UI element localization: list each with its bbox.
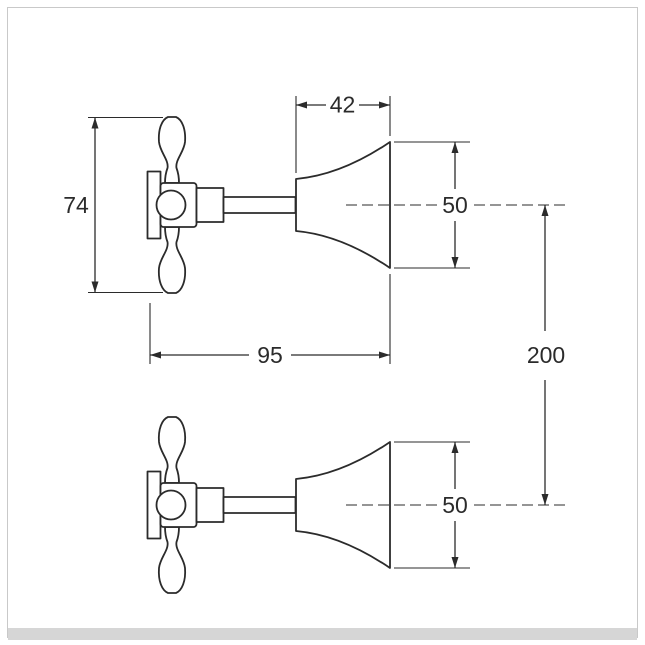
page-border <box>7 7 638 638</box>
text-mask <box>440 491 470 519</box>
dimension-handle-height: 74 <box>63 116 163 294</box>
dimension-value: 50 <box>442 492 468 518</box>
arrowhead-left <box>296 101 307 109</box>
arrowhead-down <box>91 281 99 293</box>
dimension-value: 200 <box>527 342 565 368</box>
dimension-top-cone-diameter: 50 <box>394 141 470 269</box>
arrowhead-right <box>379 101 390 109</box>
arrowhead-up <box>451 442 459 453</box>
arrowhead-up <box>91 117 99 129</box>
footer-band <box>8 628 637 640</box>
arrowhead-down <box>541 494 549 505</box>
arrowhead-down <box>451 257 459 268</box>
arrowhead-right <box>379 351 390 359</box>
arrowhead-down <box>451 557 459 568</box>
dimension-cone-width: 42 <box>295 92 391 173</box>
dimension-handle-to-cone-face: 95 <box>149 274 391 368</box>
dimension-value: 74 <box>63 192 89 218</box>
dimension-bottom-cone-diameter: 50 <box>394 441 470 569</box>
dimension-centre-to-centre: 200 <box>522 205 570 505</box>
dimension-value: 50 <box>442 192 468 218</box>
text-mask <box>522 341 570 369</box>
text-mask <box>440 191 470 219</box>
arrowhead-up <box>451 142 459 153</box>
dimension-value: 95 <box>257 342 283 368</box>
arrowhead-left <box>150 351 161 359</box>
arrowhead-up <box>541 205 549 216</box>
dimension-value: 42 <box>330 92 356 118</box>
